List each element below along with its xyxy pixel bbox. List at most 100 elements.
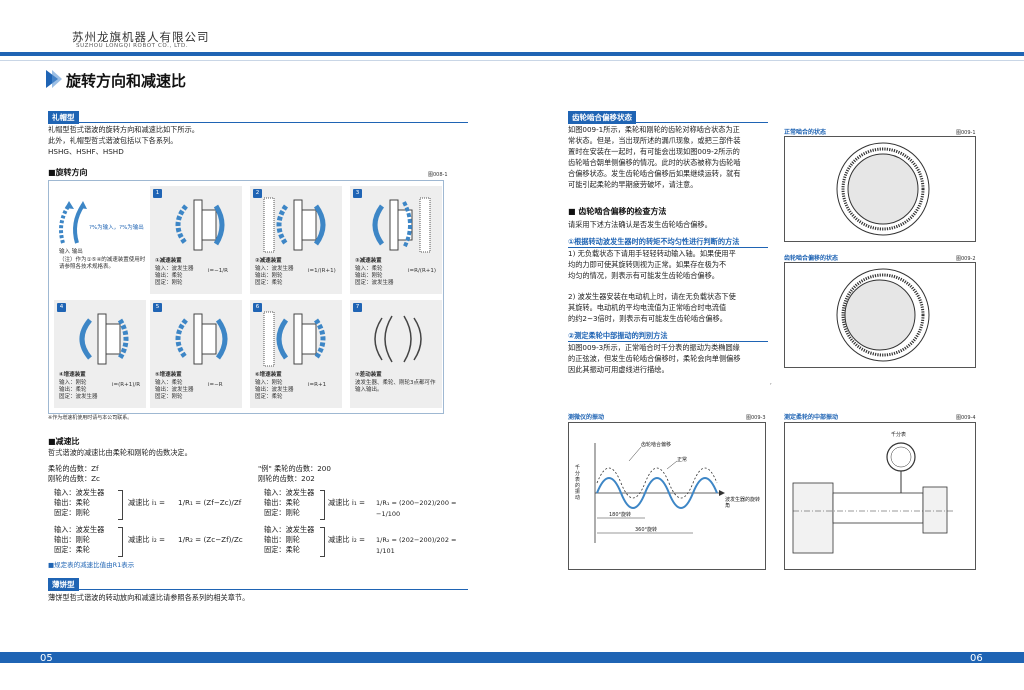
hat-reducer-icon <box>263 311 326 367</box>
cell-line: 输入：柔轮 <box>155 380 183 386</box>
hat-reducer-icon <box>79 313 129 365</box>
shifted-mesh-figure <box>784 262 976 368</box>
method-2-line: 因此其振动可用虚线进行描绘。 <box>568 365 669 374</box>
mesh-para-line: 置时在安装在一起时，有可能会出现如图009-2所示的 <box>568 147 740 156</box>
mesh-para-line: 如图009-1所示，柔轮和刚轮的齿轮对称啮合状态为正 <box>568 125 740 134</box>
mesh-para-line: 齿轮啮合朝单侧偏移的情况。此时的状态被称为齿轮啮 <box>568 158 741 167</box>
cell-formula: i=(R+1)/R <box>112 382 141 388</box>
hat-type-tag: 礼帽型 <box>48 111 79 124</box>
cell-3: 3 ③减速装置 输入：柔轮 输出：刚轮 固定：波发生器 i=R/(R+1) <box>350 186 442 294</box>
rotation-footnote: ※作为增速机使用时请与本公司联系。 <box>48 415 133 421</box>
check-method-title: ■ 齿轮啮合偏移的检查方法 <box>568 207 667 216</box>
stray-mark: , <box>770 380 772 386</box>
cell-line: 输入：波发生器 <box>255 266 294 272</box>
cell-title: ⑤增速装置 <box>155 372 182 378</box>
cell-number: 5 <box>153 303 162 312</box>
cell-formula: i=−R <box>208 382 223 388</box>
formula-fixed: 固定：刚轮 <box>264 508 300 517</box>
hat-line-2: 此外，礼帽型哲弍谐波包括以下各系列。 <box>48 136 178 145</box>
hat-reducer-icon <box>372 197 431 253</box>
cell-line: 输出：波发生器 <box>255 387 294 393</box>
dial-gauge-setup-icon <box>792 442 955 554</box>
cell-line: 输入：刚轮 <box>59 380 87 386</box>
method-1-line: 的约2~3倍时，则表示有可能发生齿轮啮合偏移。 <box>568 314 727 323</box>
formula-input: 输入：波发生器 <box>264 525 315 534</box>
formula-expr: 1/R₁ = (Zf−Zc)/Zf <box>178 498 242 507</box>
io-label: 输入 输出 <box>59 249 83 255</box>
cell-4: 4 ④增速装置 输入：刚轮 输出：柔轮 固定：波发生器 i=(R+1)/R <box>54 300 146 408</box>
cell-6: 6 ⑥增速装置 输入：刚轮 输出：波发生器 固定：柔轮 i=R+1 <box>250 300 342 408</box>
formula-label: 减速比 i₁ = <box>128 498 166 507</box>
formula-fixed: 固定：柔轮 <box>54 545 90 554</box>
zc-label: 刚轮的齿数：Zc <box>48 474 101 483</box>
tag-line <box>568 341 768 342</box>
hat-reducer-icon <box>263 197 326 253</box>
formula-label: 减速比 i₂ = <box>128 535 166 544</box>
page-title: 旋转方向和减速比 <box>66 72 187 90</box>
rotation-section-title: ■旋转方向 <box>48 168 88 177</box>
cell-1: 1 ①减速装置 输入：波发生器 输出：柔轮 固定：刚轮 i=−1/R <box>150 186 242 294</box>
page-number-left: 05 <box>40 653 53 664</box>
company-name-en: SUZHOU LONGQI ROBOT CO., LTD. <box>76 43 189 49</box>
formula-a-example: 输入：波发生器 输出：柔轮 固定：刚轮 减速比 i₁ = 1/R₁ = (200… <box>258 488 468 522</box>
brace <box>118 490 123 520</box>
mesh-shift-tag: 齿轮啮合偏移状态 <box>568 111 636 124</box>
cell-title: ⑦差动装置 <box>355 372 382 378</box>
cell-number: 4 <box>57 303 66 312</box>
cell-line: 固定：波发生器 <box>59 394 98 400</box>
check-intro: 请采用下述方法确认是否发生齿轮啮合偏移。 <box>568 220 712 229</box>
tag-line <box>568 122 768 123</box>
cell-line: 输入：波发生器 <box>155 266 194 272</box>
cell-number: 1 <box>153 189 162 198</box>
method-1-line: 均的力即可使其旋转则视为正常。如果存在极为不 <box>568 260 727 269</box>
fig3-full-label: 360°旋转 <box>635 527 658 533</box>
hat-reducer-icon <box>175 199 225 251</box>
footer-bar <box>0 652 1024 663</box>
cell-line: 固定：波发生器 <box>355 280 394 286</box>
hat-reducer-icon <box>175 313 228 365</box>
brace <box>320 527 325 557</box>
formula-output: 输出：刚轮 <box>54 535 90 544</box>
cell-formula: i=1/(R+1) <box>308 268 336 274</box>
formula-label: 减速比 i₂ = <box>328 535 366 544</box>
divider <box>0 60 1024 61</box>
flat-type-tag: 薄饼型 <box>48 578 79 591</box>
brace <box>118 527 123 557</box>
hat-line-1: 礼帽型哲弍谐波的旋转方向和减速比如下所示。 <box>48 125 199 134</box>
mesh-para-line: 常状态。但是，当出现所述的漏爪现象，或把三部件装 <box>568 136 741 145</box>
formula-example: 1/R₁ = (200−202)/200 = −1/100 <box>376 499 457 518</box>
fig3-ylabel: 千分表的振动 <box>575 465 581 501</box>
formula-b-example: 输入：波发生器 输出：刚轮 固定：柔轮 减速比 i₂ = 1/R₂ = (202… <box>258 525 468 559</box>
cell-line: 波发生器、柔轮、刚轮3点都可作输入输出。 <box>355 380 436 393</box>
cell-title: ⑥增速装置 <box>255 372 282 378</box>
formula-output: 输出：柔轮 <box>54 498 90 507</box>
formula-output: 输出：柔轮 <box>264 498 300 507</box>
formula-input: 输入：波发生器 <box>264 488 315 497</box>
ratio-line: 哲弍谐波的减速比由柔轮和刚轮的齿数决定。 <box>48 448 192 457</box>
method-2-line: 的正弦波，但发生齿轮啮合偏移时，柔轮会向单侧偏移 <box>568 354 741 363</box>
cell-line: 固定：刚轮 <box>155 394 183 400</box>
mesh-para-line: 可能引起柔轮的早期疲劳破坏，请注意。 <box>568 180 698 189</box>
fig3-half-label: 180°旋转 <box>609 512 632 518</box>
fig4-label: 千分表 <box>891 432 907 438</box>
hat-line-3: HSHG、HSHF、HSHD <box>48 147 124 156</box>
page-number-right: 06 <box>970 653 983 664</box>
method-2-line: 如图009-3所示，正常啮合时千分表的振动为类椭圆缘 <box>568 343 740 352</box>
tag-line <box>568 247 768 248</box>
fig1-title: 正常啮合的状态 <box>784 129 827 136</box>
note-text: （注）作为①⑤④的减速装置使用时请参照各技术规格表。 <box>59 257 146 270</box>
flat-line: 薄饼型哲弍谐波的转动放向和减速比请参照各系列的相关章节。 <box>48 593 250 602</box>
cell-number: 3 <box>353 189 362 198</box>
formula-fixed: 固定：刚轮 <box>54 508 90 517</box>
cell-line: 输出：柔轮 <box>155 273 183 279</box>
cell-number: 6 <box>253 303 262 312</box>
cell-line: 固定：刚轮 <box>155 280 183 286</box>
formula-fixed: 固定：柔轮 <box>264 545 300 554</box>
fig2-title: 齿轮啮合偏移的状态 <box>784 255 839 262</box>
formula-example: 1/R₂ = (202−200)/202 = 1/101 <box>376 536 457 555</box>
method-1-line: 2) 波发生器安装在电动机上时，请在无负载状态下使 <box>568 292 736 301</box>
company-name-cn: 苏州龙旗机器人有限公司 <box>72 30 210 44</box>
gear-shifted-icon <box>836 268 930 362</box>
formula-b: 输入：波发生器 输出：刚轮 固定：柔轮 减速比 i₂ = 1/R₂ = (Zc−… <box>48 525 248 559</box>
cell-title: ②减速装置 <box>255 258 282 264</box>
